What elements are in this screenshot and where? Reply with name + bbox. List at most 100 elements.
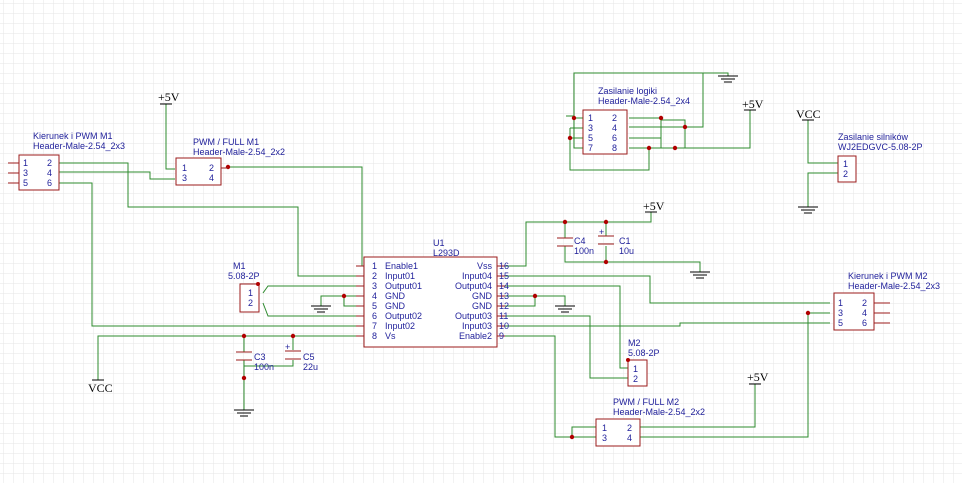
ground-icon bbox=[798, 206, 818, 214]
u1-pin-number: 1 bbox=[372, 261, 377, 271]
zas-log-pin: 8 bbox=[612, 143, 617, 153]
kier-m2-pin: 1 bbox=[838, 298, 843, 308]
u1-pin-right: Input04 15 bbox=[462, 271, 509, 281]
power-vcc-motor-icon: VCC bbox=[796, 107, 821, 121]
zas-log-pin: 4 bbox=[612, 123, 617, 133]
u1-pin-number: 13 bbox=[499, 291, 509, 301]
u1-pin-name: Vs bbox=[385, 331, 396, 341]
c1-ref: C1 bbox=[619, 236, 631, 246]
m2-pin: 2 bbox=[633, 374, 638, 384]
kier-m2-name: Kierunek i PWM M2 bbox=[848, 271, 928, 281]
capacitor-c4[interactable]: C4 100n bbox=[557, 236, 594, 256]
pwm-m2-pin: 2 bbox=[627, 423, 632, 433]
u1-pin-right: GND 13 bbox=[472, 291, 509, 301]
header-kierunek-m2[interactable]: Kierunek i PWM M2 Header-Male-2.54_2x3 1… bbox=[833, 271, 940, 331]
ground-icon bbox=[718, 75, 738, 83]
pwm-m1-pin: 1 bbox=[182, 163, 187, 173]
u1-pin-number: 14 bbox=[499, 281, 509, 291]
kier-m1-pin: 4 bbox=[47, 168, 52, 178]
zas-sil-part: WJ2EDGVC-5.08-2P bbox=[838, 142, 923, 152]
u1-part: L293D bbox=[433, 248, 460, 258]
kier-m1-pin: 6 bbox=[47, 178, 52, 188]
connector-m1[interactable]: M1 5.08-2P 1 2 bbox=[228, 261, 260, 313]
zas-log-pin: 1 bbox=[588, 113, 593, 123]
u1-pin-name: Input04 bbox=[462, 271, 492, 281]
m2-pin: 1 bbox=[633, 364, 638, 374]
kier-m1-pin: 3 bbox=[23, 168, 28, 178]
zas-log-pin: 6 bbox=[612, 133, 617, 143]
u1-pin-name: Output04 bbox=[455, 281, 492, 291]
svg-text:+5V: +5V bbox=[742, 97, 764, 111]
u1-pin-number: 16 bbox=[499, 261, 509, 271]
u1-pin-number: 11 bbox=[499, 311, 508, 321]
u1-pin-name: Vss bbox=[477, 261, 493, 271]
power-vcc-left-icon: VCC bbox=[88, 379, 113, 395]
zas-log-pin: 5 bbox=[588, 133, 593, 143]
u1-pin-number: 9 bbox=[499, 331, 504, 341]
m1-name: M1 bbox=[233, 261, 246, 271]
u1-pin-left: 8 Vs bbox=[356, 331, 396, 341]
pwm-m2-pin: 3 bbox=[602, 433, 607, 443]
u1-pin-number: 8 bbox=[372, 331, 377, 341]
connector-m2[interactable]: M2 5.08-2P 1 2 bbox=[626, 338, 660, 387]
u1-pin-name: Output03 bbox=[455, 311, 492, 321]
u1-pin-number: 2 bbox=[372, 271, 377, 281]
pwm-m2-name: PWM / FULL M2 bbox=[613, 397, 679, 407]
u1-pin-number: 15 bbox=[499, 271, 509, 281]
u1-pin-name: GND bbox=[472, 291, 493, 301]
kier-m1-name: Kierunek i PWM M1 bbox=[33, 131, 113, 141]
c5-value: 22u bbox=[303, 362, 318, 372]
u1-pin-name: Output02 bbox=[385, 311, 422, 321]
u1-pin-name: GND bbox=[385, 291, 406, 301]
u1-pin-name: Enable2 bbox=[459, 331, 492, 341]
kier-m2-pin: 2 bbox=[862, 298, 867, 308]
u1-pin-number: 5 bbox=[372, 301, 377, 311]
ground-icon bbox=[234, 409, 254, 417]
m1-part: 5.08-2P bbox=[228, 271, 260, 281]
u1-pin-name: GND bbox=[385, 301, 406, 311]
c5-polarity: + bbox=[285, 342, 290, 352]
u1-pin-name: Input02 bbox=[385, 321, 415, 331]
connector-zasilanie-silnikow[interactable]: Zasilanie silników WJ2EDGVC-5.08-2P 1 2 bbox=[837, 132, 923, 183]
capacitor-c5[interactable]: + C5 22u bbox=[285, 342, 318, 372]
u1-pin-name: Input01 bbox=[385, 271, 415, 281]
kier-m2-pin: 6 bbox=[862, 318, 867, 328]
zas-sil-pin: 2 bbox=[843, 169, 848, 179]
zas-log-name: Zasilanie logiki bbox=[598, 86, 657, 96]
pwm-m1-pin: 3 bbox=[182, 173, 187, 183]
power-5v-caps-icon: +5V bbox=[643, 199, 665, 213]
capacitor-c3[interactable]: C3 100n bbox=[236, 351, 274, 372]
zas-log-pin: 3 bbox=[588, 123, 593, 133]
power-5v-pwm-m2-icon: +5V bbox=[747, 370, 769, 385]
zas-sil-name: Zasilanie silników bbox=[838, 132, 909, 142]
c1-value: 10u bbox=[619, 246, 634, 256]
svg-text:+5V: +5V bbox=[643, 199, 665, 213]
c4-value: 100n bbox=[574, 246, 594, 256]
capacitor-c1[interactable]: + C1 10u bbox=[598, 227, 634, 256]
kier-m2-pin: 4 bbox=[862, 308, 867, 318]
pwm-m1-pin: 4 bbox=[209, 173, 214, 183]
m1-pin: 2 bbox=[248, 298, 253, 308]
header-pwm-m1[interactable]: PWM / FULL M1 Header-Male-2.54_2x2 1 2 3… bbox=[175, 137, 285, 186]
u1-pin-name: Output01 bbox=[385, 281, 422, 291]
u1-pin-number: 3 bbox=[372, 281, 377, 291]
ground-icon bbox=[311, 305, 331, 313]
header-kierunek-m1[interactable]: Kierunek i PWM M1 Header-Male-2.54_2x3 1… bbox=[8, 131, 125, 191]
u1-ref: U1 bbox=[433, 238, 445, 248]
ground-icon bbox=[555, 305, 575, 313]
header-zasilanie-logiki[interactable]: Zasilanie logiki Header-Male-2.54_2x4 1 … bbox=[582, 86, 690, 155]
kier-m1-pin: 1 bbox=[23, 158, 28, 168]
c5-ref: C5 bbox=[303, 352, 315, 362]
header-pwm-m2[interactable]: PWM / FULL M2 Header-Male-2.54_2x2 1 2 3… bbox=[595, 397, 705, 447]
kier-m1-pin: 5 bbox=[23, 178, 28, 188]
u1-pin-name: Input03 bbox=[462, 321, 492, 331]
u1-body bbox=[363, 256, 498, 348]
